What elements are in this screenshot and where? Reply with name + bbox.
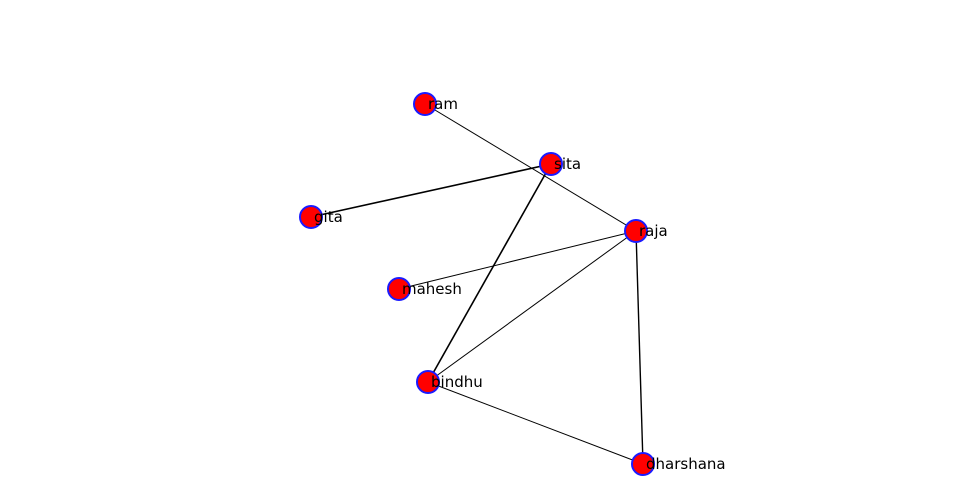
node-label-gita: gita [314, 208, 343, 226]
node-label-bindhu: bindhu [431, 373, 483, 391]
node-label-sita: sita [554, 155, 581, 173]
node-circle-raja [624, 219, 648, 243]
edge-sita-bindhu [427, 163, 552, 383]
node-label-dharshana: dharshana [646, 455, 726, 473]
node-circle-sita [539, 152, 563, 176]
node-ram: ram [413, 92, 458, 116]
node-circle-ram [413, 92, 437, 116]
node-circle-gita [299, 205, 323, 229]
node-mahesh: mahesh [387, 277, 462, 301]
node-circle-bindhu [416, 370, 440, 394]
nodes-layer: ram sita gita raja mahesh bindhu dharshana [299, 92, 726, 476]
node-sita: sita [539, 152, 581, 176]
node-label-raja: raja [639, 222, 668, 240]
edges-layer [310, 103, 644, 465]
node-bindhu: bindhu [416, 370, 483, 394]
edge-raja-bindhu [427, 230, 637, 383]
edge-raja-mahesh [398, 230, 637, 290]
node-label-ram: ram [428, 95, 458, 113]
edge-ram-raja [424, 103, 637, 232]
node-gita: gita [299, 205, 343, 229]
node-circle-dharshana [631, 452, 655, 476]
node-raja: raja [624, 219, 668, 243]
edge-sita-gita [310, 163, 552, 218]
node-circle-mahesh [387, 277, 411, 301]
edge-raja-dharshana [635, 230, 644, 465]
node-label-mahesh: mahesh [402, 280, 462, 298]
edge-bindhu-dharshana [427, 381, 644, 465]
node-dharshana: dharshana [631, 452, 726, 476]
